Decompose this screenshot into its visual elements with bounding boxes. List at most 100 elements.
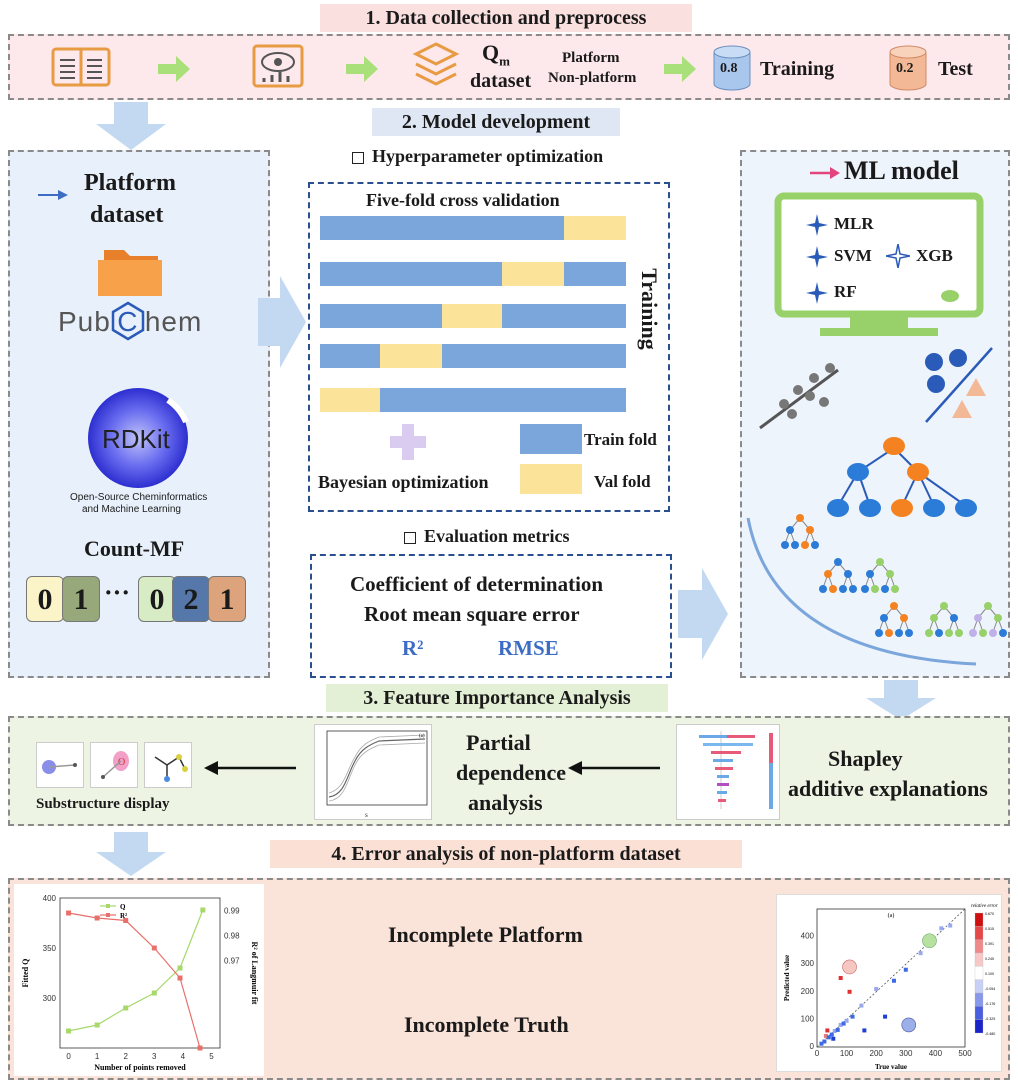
metrics-line1: Coefficient of determination	[350, 572, 604, 596]
fold-3-val	[442, 304, 502, 328]
arrow-right-icon	[346, 56, 378, 87]
section1-title-bg	[320, 4, 692, 32]
model-mlr: MLR	[834, 214, 874, 233]
arrow-right-icon	[664, 56, 696, 87]
chart2-colorbar-segment	[974, 926, 984, 940]
chart2-point	[826, 1035, 831, 1040]
mini-tree-icon	[874, 600, 914, 645]
book-icon	[50, 46, 112, 88]
chart1-y2tick: 0.98	[224, 932, 240, 941]
chart2-title: (a)	[888, 912, 895, 919]
training-cylinder-icon	[712, 44, 752, 92]
boosting-curve-icon	[744, 514, 984, 675]
folder-icon	[96, 246, 166, 303]
chart1-ytick: 300	[43, 994, 57, 1003]
chart1-xtick: 4	[181, 1052, 186, 1061]
train-fold-legend-swatch	[520, 424, 582, 454]
fold-5-train	[380, 388, 626, 412]
bit-chip-2: 0	[138, 576, 176, 622]
pdp-plot-image: (a) S	[314, 724, 432, 820]
mini-tree-icon	[968, 600, 1008, 645]
fold-4-train-b	[442, 344, 626, 368]
fold-3-train-a	[320, 304, 442, 328]
chart2-point	[918, 951, 923, 956]
non-platform-label: Non-platform	[548, 70, 637, 86]
train-ratio: 0.8	[720, 61, 738, 76]
chart2-point	[838, 1022, 843, 1027]
chart2-colorbar-segment	[974, 1019, 984, 1034]
chart1-series-line	[68, 909, 204, 1032]
bayes-label: Bayesian optimization	[318, 472, 489, 492]
chart2-xtick: 400	[929, 1049, 943, 1058]
chart2-colorbar-segment	[974, 912, 984, 927]
chart2-colorbar-segment	[974, 966, 984, 980]
ml-title: ML model	[844, 156, 959, 185]
arrow-right-pink-icon	[810, 166, 840, 185]
right-arrow-big-icon	[258, 276, 306, 373]
cv-title: Five-fold cross validation	[366, 190, 560, 210]
bit-chip-3: 2	[172, 576, 210, 622]
chart1-point	[94, 1022, 100, 1028]
section2-title: 2. Model development	[401, 111, 591, 133]
svg-text:O: O	[118, 757, 125, 768]
test-ratio: 0.2	[896, 61, 914, 76]
dataset-label: dataset	[470, 70, 532, 92]
fold-1-val	[564, 216, 626, 240]
chart1-y2tick: 0.97	[224, 957, 240, 966]
shap-line1: Shapley	[828, 746, 903, 771]
chart1-point	[123, 918, 129, 923]
test-label: Test	[938, 58, 973, 80]
chart2-point	[903, 967, 908, 972]
chart2-colorbar-label: 0.245	[985, 957, 994, 961]
fold-5-val	[320, 388, 380, 412]
chart2-point	[874, 987, 879, 992]
metrics-box	[310, 554, 672, 678]
plus-icon	[390, 424, 426, 465]
decision-tree-icon	[822, 432, 982, 527]
chart2-point	[859, 1003, 864, 1008]
chart2-point	[819, 1041, 824, 1046]
section4-title-bg	[270, 840, 742, 868]
rdkit-sub-1: Open-Source Cheminformatics	[70, 492, 208, 503]
chart1-xtick: 2	[123, 1052, 128, 1061]
chart2-colorbar-label: 0.515	[985, 927, 994, 931]
regression-icon	[754, 352, 844, 437]
chart1-point	[123, 1005, 129, 1011]
classification-icon	[918, 344, 998, 431]
bit-chip-0: 0	[26, 576, 64, 622]
chart1-point	[151, 945, 157, 951]
star-icon	[806, 246, 828, 273]
chart1-y2tick: 0.99	[224, 907, 240, 916]
metric-rmse: RMSE	[498, 636, 559, 660]
bits-ellipsis: ···	[104, 578, 131, 607]
chart1-ylabel: Fitted Q	[21, 959, 30, 988]
model-xgb: XGB	[916, 246, 953, 265]
happy-face-icon	[922, 933, 937, 949]
arrow-right-small-icon	[38, 188, 68, 206]
chart2-point	[850, 1014, 855, 1019]
incomplete-platform-label: Incomplete Platform	[388, 922, 583, 947]
chart2-point	[831, 1036, 836, 1041]
arrow-left-icon	[568, 760, 660, 781]
metrics-title: Evaluation metrics	[424, 526, 570, 546]
hyper-checkbox-icon	[352, 152, 364, 164]
qm-subscript: m	[499, 53, 510, 69]
val-fold-legend: Val fold	[594, 472, 651, 491]
shap-line2: additive explanations	[788, 776, 988, 801]
chart2-colorbar-label: 0.100	[985, 972, 994, 976]
metrics-checkbox-icon	[404, 532, 416, 544]
cv-box	[308, 182, 670, 512]
model-svm: SVM	[834, 246, 872, 265]
chart1-xlabel: Number of points removed	[94, 1063, 186, 1072]
chart2-point	[825, 1028, 830, 1033]
chart2-ytick: 200	[801, 987, 815, 996]
chart2-xtick: 0	[815, 1049, 820, 1058]
fold-4-train-a	[320, 344, 380, 368]
down-arrow-icon	[866, 680, 936, 725]
chart1-y2label: R² of Langmuir fit	[250, 942, 259, 1005]
mini-tree-icon	[780, 512, 820, 557]
eye-analysis-icon	[250, 42, 306, 92]
